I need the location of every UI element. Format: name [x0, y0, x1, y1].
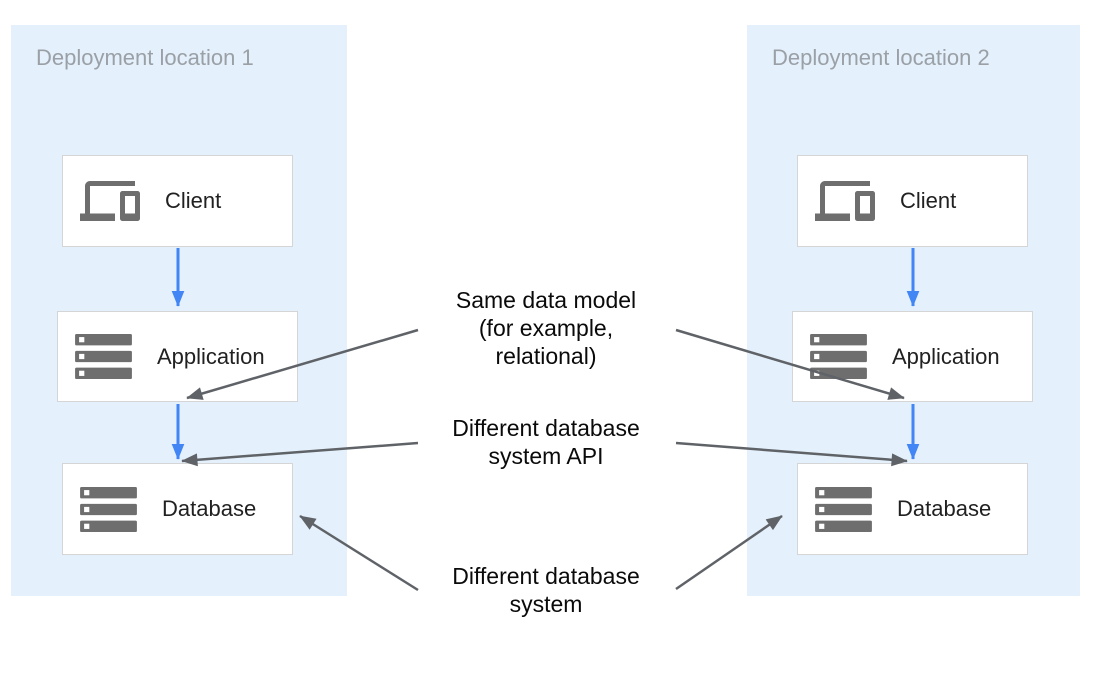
deployment-location-1-panel: Deployment location 1 Client: [11, 25, 347, 596]
application-node-right: Application: [792, 311, 1033, 402]
annotation-different-database-system-api: Different database system API: [452, 415, 640, 469]
server-stack-icon: [80, 486, 137, 532]
node-label: Database: [162, 496, 257, 521]
annotation-same-data-model: Same data model (for example, relational…: [455, 287, 637, 369]
node-label: Application: [892, 343, 1000, 369]
server-stack-icon: [815, 486, 872, 532]
client-node-left: Client: [62, 155, 293, 247]
node-label: Client: [900, 188, 957, 213]
client-node-right: Client: [797, 155, 1028, 247]
server-stack-icon: [810, 334, 867, 379]
application-node-left: Application: [57, 311, 298, 402]
panel-title: Deployment location 1: [36, 45, 254, 70]
devices-icon: [815, 171, 875, 231]
annotation-different-database-system: Different database system: [452, 563, 640, 617]
node-label: Client: [165, 188, 222, 213]
node-label: Database: [897, 496, 992, 521]
deployment-location-2-panel: Deployment location 2 Client: [747, 25, 1080, 596]
database-node-right: Database: [797, 463, 1028, 555]
node-label: Application: [157, 343, 265, 369]
devices-icon: [80, 171, 140, 231]
server-stack-icon: [75, 334, 132, 379]
database-node-left: Database: [62, 463, 293, 555]
panel-title: Deployment location 2: [772, 45, 990, 70]
